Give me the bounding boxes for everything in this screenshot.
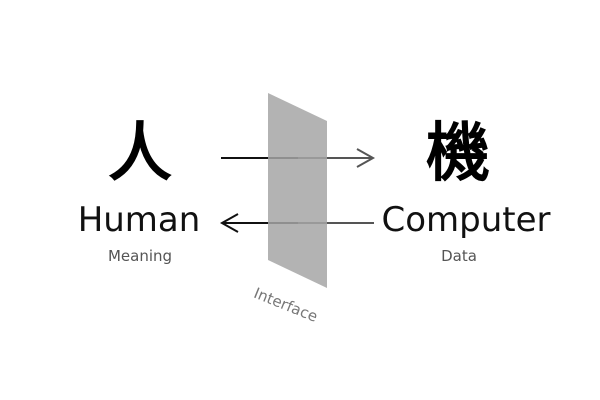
human-subtitle: Meaning — [107, 247, 173, 265]
computer-title: Computer — [381, 200, 551, 240]
interface-panel — [268, 93, 327, 288]
human-title: Human — [77, 200, 201, 240]
arrow-left-head-icon — [219, 213, 239, 233]
computer-glyph: 機 — [426, 117, 490, 191]
human-glyph: 人 — [108, 117, 172, 191]
arrow-right-head-icon — [356, 148, 376, 168]
computer-subtitle: Data — [441, 247, 477, 265]
